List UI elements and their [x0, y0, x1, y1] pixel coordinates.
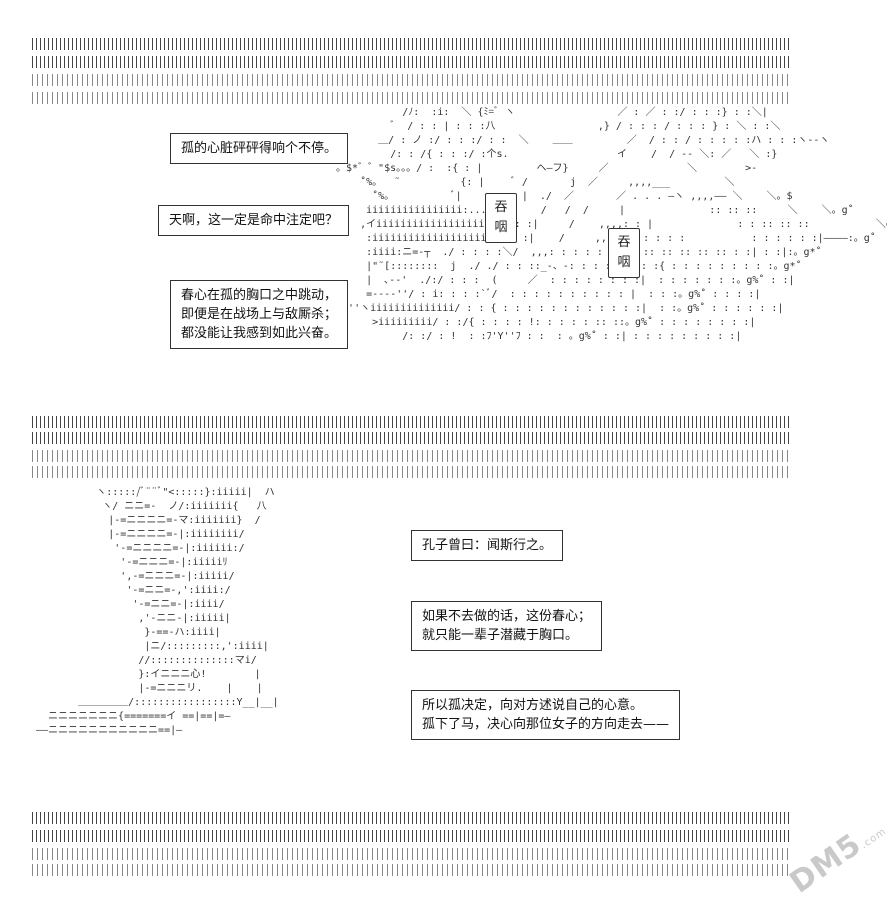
- hatch-band: [32, 74, 790, 86]
- hatch-band: [32, 38, 790, 50]
- speech-bubble-heart: 孤的心脏砰砰得响个不停。: [170, 133, 349, 164]
- sfx-gulp-a: 吞 咽: [485, 193, 517, 243]
- sfx-gulp-b: 吞 咽: [608, 228, 640, 278]
- panel-2: [32, 414, 790, 484]
- hatch-band: [32, 830, 790, 842]
- hatch-band: [32, 432, 790, 444]
- speech-bubble-fate: 天啊，这一定是命中注定吧？: [158, 205, 350, 236]
- ascii-art-figure: /ﾉ: :i: ＼ {ﾐ=ﾞ ヽ ／ : ／ : :/ : : :} : :＼|…: [336, 107, 887, 342]
- ascii-art-figure-standing: ヽ:::::/ﾞ¨¨ﾞ"<:::::}:iiiii| ハ ヽ/ ニニ=- ノ/:…: [36, 487, 279, 736]
- speech-bubble-spring: 春心在孤的胸口之中跳动， 即便是在战场上与敌厮杀； 都没能让我感到如此兴奋。: [170, 280, 349, 349]
- speech-bubble-confucius: 孔子曾曰：闻斯行之。: [411, 530, 564, 561]
- site-watermark: DM5.com: [783, 825, 887, 901]
- hatch-band: [32, 864, 790, 876]
- hatch-band: [32, 450, 790, 462]
- hatch-band: [32, 466, 790, 478]
- hatch-band: [32, 812, 790, 824]
- hatch-band: [32, 56, 790, 68]
- panel-1: [32, 36, 790, 416]
- speech-bubble-spring-hidden: 如果不去做的话，这份春心； 就只能一辈子潜藏于胸口。: [411, 601, 603, 651]
- hatch-band: [32, 92, 790, 104]
- hatch-band: [32, 416, 790, 428]
- speech-bubble-decision: 所以孤决定，向对方述说自己的心意。 孤下了马，决心向那位女子的方向走去——: [411, 690, 681, 740]
- hatch-band: [32, 848, 790, 860]
- panel-bottom: [32, 810, 790, 880]
